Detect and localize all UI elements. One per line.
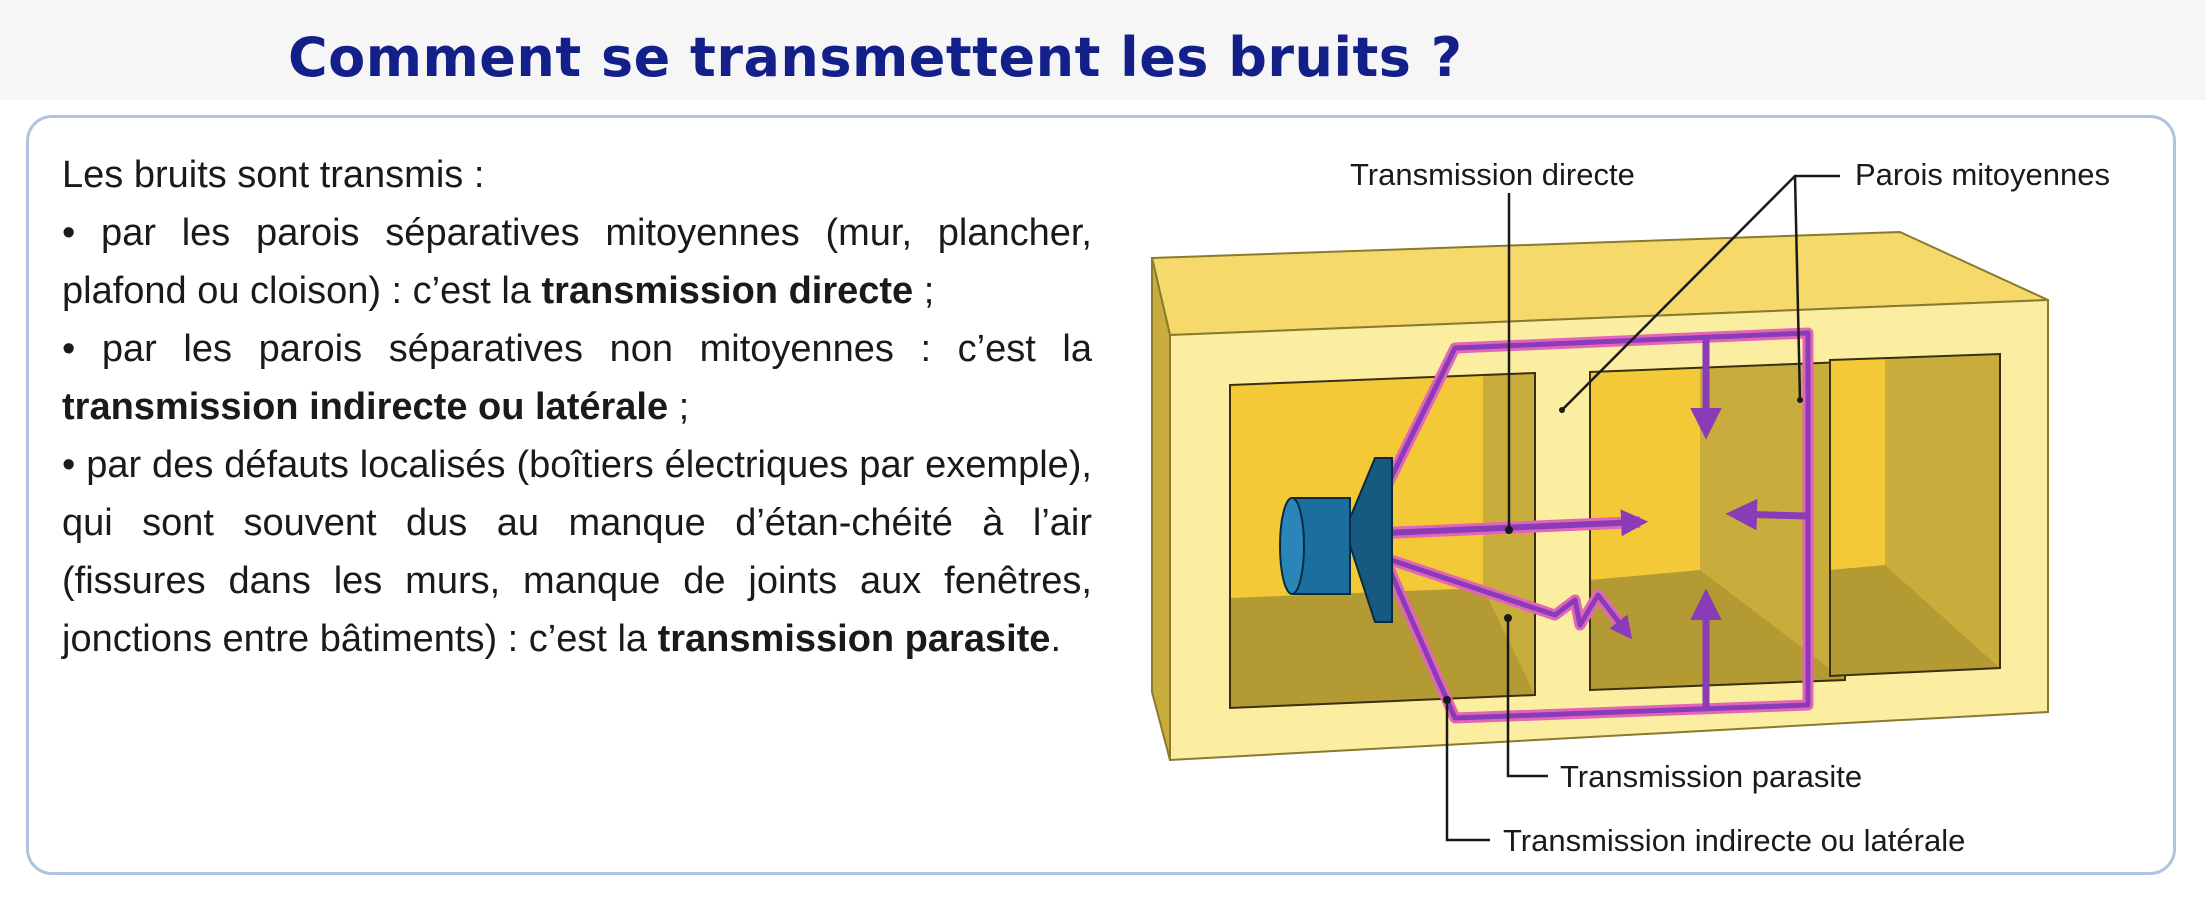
room3-right-wall — [1885, 354, 2000, 668]
room1-outline — [1229, 371, 1536, 710]
parasitic-arrow — [1384, 555, 1633, 640]
direct-arrow — [1384, 509, 1649, 537]
label-direct: Transmission directe — [1350, 157, 1635, 192]
term-direct: transmission directe — [541, 270, 914, 312]
room1-floor — [1230, 588, 1535, 708]
label-walls: Parois mitoyennes — [1855, 157, 2110, 192]
lateral-arrow-left — [1725, 498, 1807, 531]
label-lateral: Transmission indirecte ou latérale — [1503, 823, 1965, 858]
term-parasitic: transmission parasite — [657, 618, 1051, 660]
leader-lateral — [1445, 700, 1490, 842]
room3-outline — [1829, 352, 2001, 678]
label-parasitic: Transmission parasite — [1560, 759, 1862, 794]
building-left-side — [1151, 257, 1171, 761]
list-item-direct: • par les parois séparatives mitoyennes … — [62, 212, 1092, 312]
room2-floor — [1590, 570, 1845, 690]
title-band — [0, 0, 2206, 100]
leader-walls-2 — [1793, 175, 1802, 401]
intro-line: Les bruits sont transmis : — [62, 154, 485, 196]
room2-outline — [1589, 360, 1846, 692]
body-text: Les bruits sont transmis : • par les par… — [62, 146, 1092, 668]
noise-transmission-diagram: Transmission directe Parois mitoyennes T… — [1150, 157, 2110, 858]
page-title: Comment se transmettent les bruits ? — [288, 26, 1463, 89]
speaker-icon — [1279, 457, 1393, 623]
leader-parasitic — [1506, 618, 1548, 778]
lateral-path — [1377, 330, 1811, 721]
list-item-parasitic: • par des défauts localisés (boîtiers él… — [62, 444, 1092, 660]
list-item-lateral: • par les parois séparatives non mitoyen… — [62, 328, 1092, 428]
term-lateral: transmission indirecte ou latérale — [62, 386, 669, 428]
room3-floor — [1830, 565, 2000, 676]
